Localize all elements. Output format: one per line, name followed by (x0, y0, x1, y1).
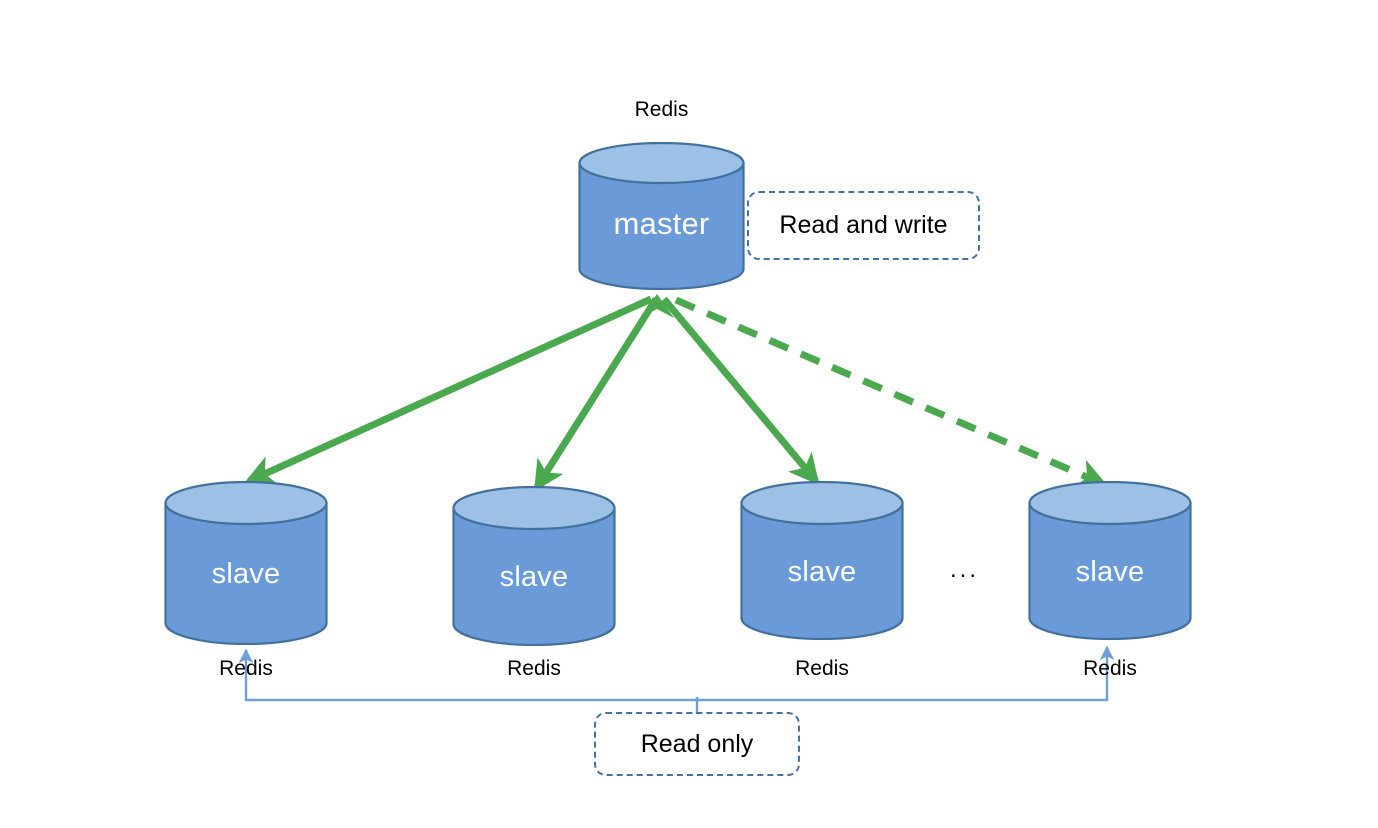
node-slave-2-caption: Redis (507, 657, 561, 680)
node-slave-1-label: slave (211, 558, 281, 590)
node-slave-2[interactable]: slave (452, 486, 616, 646)
callout-read-only[interactable]: Read only (594, 712, 800, 776)
edge-master-to-slave-4 (674, 296, 1109, 489)
callout-read-only-label: Read only (640, 729, 754, 758)
cylinder-shape-slave-1 (164, 481, 328, 645)
edge-convergence-arrowhead (640, 294, 674, 318)
edge-master-to-slave-3 (661, 296, 820, 486)
cylinder-shape-master (578, 142, 745, 290)
node-slave-4[interactable]: slave (1028, 481, 1192, 640)
cylinder-shape-slave-2 (452, 486, 616, 646)
node-slave-3-caption: Redis (795, 657, 849, 680)
node-slave-1[interactable]: slave (164, 481, 328, 645)
node-master-label: master (613, 206, 710, 241)
node-master[interactable]: master (578, 142, 745, 290)
edge-master-to-slave-1 (243, 295, 653, 485)
cylinder-shape-slave-4 (1028, 481, 1192, 640)
callout-read-and-write-label: Read and write (779, 211, 948, 239)
node-slave-1-caption: Redis (219, 657, 273, 680)
node-slave-3[interactable]: slave (740, 481, 904, 640)
ellipsis-more-slaves: ... (950, 556, 980, 583)
node-slave-4-caption: Redis (1083, 657, 1137, 680)
callout-read-and-write[interactable]: Read and write (747, 191, 980, 260)
node-master-caption: Redis (634, 98, 689, 121)
cylinder-shape-slave-3 (740, 481, 904, 640)
node-slave-4-label: slave (1075, 556, 1145, 588)
node-slave-2-label: slave (499, 561, 569, 593)
node-slave-3-label: slave (787, 556, 857, 588)
edge-master-to-slave-2 (534, 297, 659, 492)
